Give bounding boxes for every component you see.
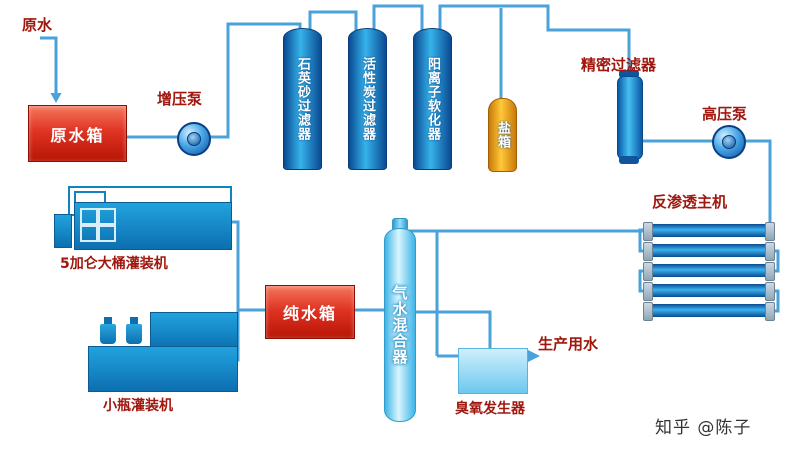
raw-water-tank-label: 原水箱 xyxy=(50,125,105,145)
gas-water-mixer-label: 气水混合器 xyxy=(390,285,409,365)
ro-unit-label: 反渗透主机 xyxy=(652,193,728,211)
precision-filter-top-cap xyxy=(619,70,639,78)
activated-carbon-filter-label: 活性炭过滤器 xyxy=(360,57,375,141)
pipe-ozone-to-mixer xyxy=(412,310,492,350)
precision-filter-bottom-cap xyxy=(619,156,639,164)
ro-membrane-tube xyxy=(643,262,775,281)
cation-softener: 阳离子软化器 xyxy=(413,28,452,170)
bottle-icon xyxy=(100,317,116,344)
pure-water-tank: 纯水箱 xyxy=(265,285,355,339)
high-pressure-pump-icon xyxy=(712,125,746,159)
pure-water-tank-label: 纯水箱 xyxy=(282,304,337,323)
bottle-filler-base xyxy=(88,346,238,392)
raw-water-label: 原水 xyxy=(22,16,53,34)
barrel-filler-grid xyxy=(80,208,116,242)
pipe-hp-pump-to-ro xyxy=(740,139,772,230)
quartz-sand-filter: 石英砂过滤器 xyxy=(283,28,322,170)
pipe-filter1-to-filter2 xyxy=(308,10,358,40)
barrel-filler-label: 5加仑大桶灌装机 xyxy=(60,256,168,272)
booster-pump-label: 增压泵 xyxy=(157,90,203,108)
raw-water-tank: 原水箱 xyxy=(28,105,127,162)
high-pressure-pump-label: 高压泵 xyxy=(702,105,748,123)
bottle-filler-riser xyxy=(150,312,238,350)
precision-filter xyxy=(617,76,643,160)
salt-tank-label: 盐箱 xyxy=(495,121,510,149)
ro-membrane-tube xyxy=(643,282,775,301)
arrow-right-icon xyxy=(528,350,540,362)
ro-membrane-tube xyxy=(643,302,775,321)
pipe-filter2-to-softener xyxy=(372,4,424,40)
bottle-icon xyxy=(126,317,142,344)
precision-filter-label: 精密过滤器 xyxy=(581,56,657,74)
ozone-generator-label: 臭氧发生器 xyxy=(455,401,525,417)
ro-membrane-tube xyxy=(643,242,775,261)
booster-pump-icon xyxy=(177,122,211,156)
gas-water-mixer: 气水混合器 xyxy=(384,228,416,422)
bottle-filler-label: 小瓶灌装机 xyxy=(103,398,173,414)
arrow-down-icon xyxy=(50,93,62,103)
pipe-softener-to-precision xyxy=(438,4,631,80)
activated-carbon-filter: 活性炭过滤器 xyxy=(348,28,387,170)
barrel-filler-side-unit xyxy=(54,214,72,248)
production-water-label: 生产用水 xyxy=(538,335,599,353)
ro-membrane-tube xyxy=(643,222,775,241)
ozone-generator xyxy=(458,348,528,394)
salt-tank: 盐箱 xyxy=(488,98,517,172)
pipe-raw-water-inlet xyxy=(40,36,58,94)
watermark: 知乎 @陈子 xyxy=(655,418,752,438)
cation-softener-label: 阳离子软化器 xyxy=(425,57,440,141)
quartz-sand-filter-label: 石英砂过滤器 xyxy=(295,57,310,141)
